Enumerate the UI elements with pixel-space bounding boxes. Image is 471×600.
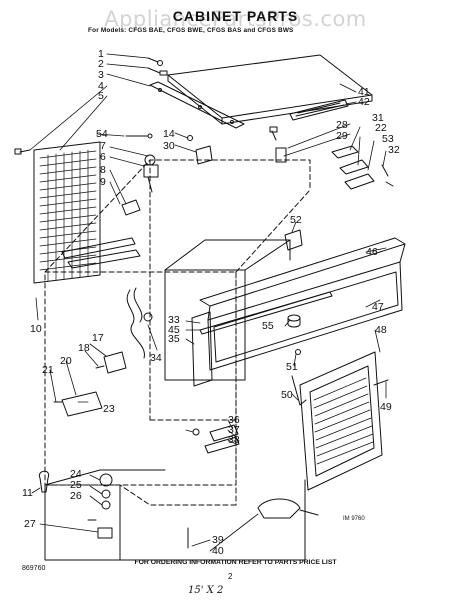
callout-6: 6 — [100, 151, 106, 163]
callout-33: 33 — [168, 314, 180, 326]
caster-assembly — [87, 473, 113, 539]
latch-group — [53, 351, 127, 417]
kickplate-grille — [299, 351, 389, 491]
document-code: 869760 — [22, 565, 46, 572]
leveling-foot — [38, 470, 50, 493]
callout-10: 10 — [30, 323, 42, 335]
callout-46: 46 — [366, 246, 378, 258]
callout-24: 24 — [70, 468, 82, 480]
callout-31: 31 — [372, 112, 384, 124]
callout-labels: 1 2 3 4 5 6 7 8 9 10 11 14 17 18 20 21 2… — [22, 48, 400, 557]
callout-48: 48 — [375, 324, 387, 336]
callout-52: 52 — [290, 214, 302, 226]
vent-grille — [289, 99, 349, 121]
side-grille — [14, 141, 141, 284]
watermark: AppliancePartsPros.com — [104, 7, 367, 31]
callout-25: 25 — [70, 479, 82, 491]
models-subtitle: For Models: CFGS BAE, CFGS BWE, CFGS BAS… — [88, 27, 294, 34]
bracket-28-29 — [269, 126, 287, 163]
callout-30: 30 — [163, 140, 175, 152]
callout-45: 45 — [168, 324, 180, 336]
hinge-brackets — [331, 145, 394, 190]
callout-36: 36 — [228, 414, 240, 426]
callout-29: 29 — [336, 130, 348, 142]
leader-lines — [29, 53, 387, 552]
callout-28: 28 — [336, 119, 348, 131]
handwritten-note: 15' X 2 — [188, 585, 224, 596]
wire-harness — [126, 287, 153, 359]
drain-parts — [187, 498, 319, 549]
callout-9: 9 — [100, 176, 106, 188]
callout-40: 40 — [212, 545, 224, 557]
figure-reference: IM 9760 — [343, 516, 365, 522]
callout-8: 8 — [100, 164, 106, 176]
knob-55 — [287, 314, 301, 328]
callout-1: 1 — [98, 48, 104, 60]
callout-38: 38 — [228, 434, 240, 446]
callout-14: 14 — [163, 128, 175, 140]
callout-49: 49 — [380, 401, 392, 413]
callout-51: 51 — [286, 361, 298, 373]
callout-50: 50 — [281, 389, 293, 401]
callout-18: 18 — [78, 342, 90, 354]
callout-47: 47 — [372, 301, 384, 313]
callout-7: 7 — [100, 140, 106, 152]
callout-41: 41 — [358, 86, 370, 98]
lid — [167, 54, 373, 125]
hinge-pivot — [291, 349, 307, 406]
callout-2: 2 — [98, 58, 104, 70]
cabinet-body — [44, 159, 311, 561]
screws-1-2 — [147, 57, 168, 76]
callout-3: 3 — [98, 69, 104, 81]
callout-32: 32 — [388, 144, 400, 156]
page-number: 2 — [228, 572, 233, 581]
bracket-52 — [284, 229, 303, 251]
callout-53: 53 — [382, 133, 394, 145]
callout-5: 5 — [98, 90, 104, 102]
callout-35: 35 — [168, 333, 180, 345]
callout-39: 39 — [212, 534, 224, 546]
callout-23: 23 — [103, 403, 115, 415]
callout-26: 26 — [70, 490, 82, 502]
callout-21: 21 — [42, 364, 54, 376]
callout-11: 11 — [22, 487, 33, 499]
hinge-strip — [149, 81, 245, 129]
callout-42: 42 — [358, 96, 370, 108]
page-title: CABINET PARTS — [172, 8, 299, 24]
callout-34: 34 — [150, 352, 162, 364]
callout-54: 54 — [96, 128, 108, 140]
front-panel — [191, 237, 406, 387]
callout-17: 17 — [92, 332, 104, 344]
callout-20: 20 — [60, 355, 72, 367]
callout-22: 22 — [375, 122, 387, 134]
callout-27: 27 — [24, 518, 36, 530]
callout-55: 55 — [262, 320, 274, 332]
callout-4: 4 — [98, 80, 104, 92]
callout-37: 37 — [228, 424, 240, 436]
ordering-footer: FOR ORDERING INFORMATION REFER TO PARTS … — [134, 559, 337, 566]
